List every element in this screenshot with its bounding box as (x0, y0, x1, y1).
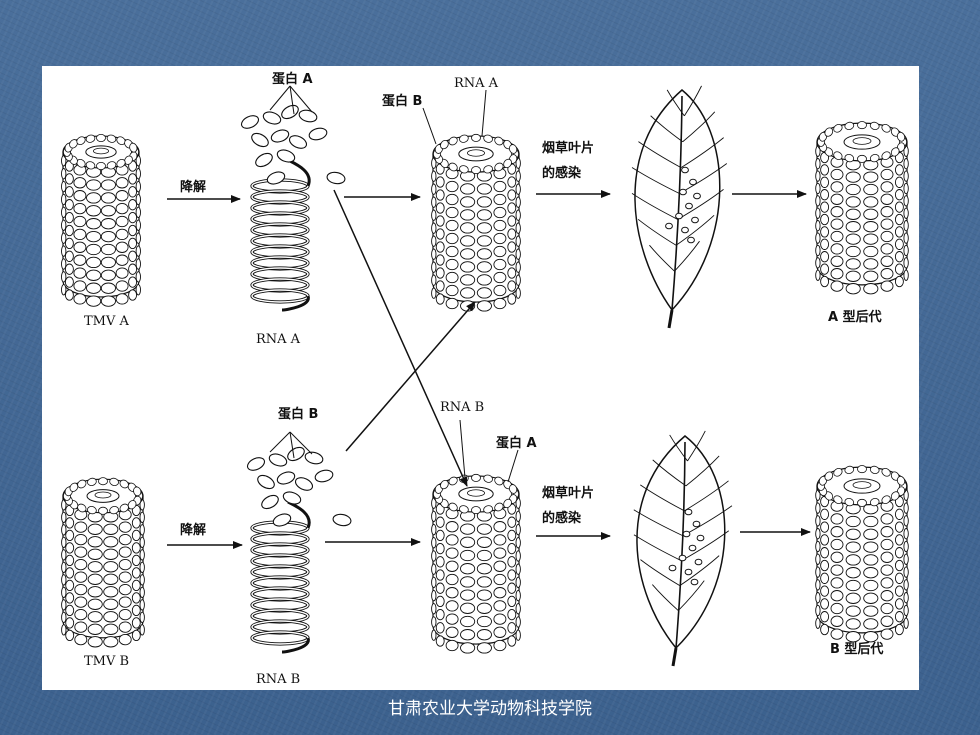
rna-b-coil (250, 500, 311, 654)
arrow-protein-b-cross (345, 301, 476, 452)
infection-b-label-2: 的感染 (542, 510, 582, 526)
hybrid-virus-bottom (431, 473, 521, 654)
protein-b-label: 蛋白 B (278, 406, 318, 422)
infection-a-label-1: 烟草叶片 (542, 140, 594, 156)
progeny-b-label: B 型后代 (830, 641, 883, 657)
protein-a-subunits (240, 104, 346, 185)
leader-lines (269, 85, 519, 483)
progeny-a-particle (815, 121, 909, 295)
diagram-image: 蛋白 A RNA A 蛋白 B 降解 烟草叶片 的感染 TMV A RNA A … (42, 66, 919, 690)
degrade-b-label: 降解 (180, 522, 206, 538)
infection-b-label-1: 烟草叶片 (542, 485, 594, 501)
infection-a-label-2: 的感染 (542, 165, 582, 181)
hybrid-rna-b-label: RNA B (440, 400, 484, 415)
protein-a-label: 蛋白 A (272, 71, 313, 87)
tmv-b-label: TMV B (84, 654, 129, 669)
degrade-a-label: 降解 (180, 179, 206, 195)
arrow-protein-a-cross (333, 189, 468, 487)
hybrid-protein-a-label: 蛋白 A (496, 435, 537, 451)
protein-b-subunits (246, 446, 352, 527)
tobacco-leaf-bottom (633, 430, 733, 667)
tmv-a-label: TMV A (84, 314, 130, 329)
progeny-b-particle (815, 465, 909, 643)
tobacco-leaf-top (631, 85, 728, 329)
rna-a-label: RNA A (256, 332, 301, 347)
hybrid-virus-top (431, 133, 521, 312)
hybrid-rna-a-label: RNA A (454, 76, 499, 91)
tmv-reconstitution-diagram: 蛋白 A RNA A 蛋白 B 降解 烟草叶片 的感染 TMV A RNA A … (61, 71, 909, 687)
progeny-a-label: A 型后代 (828, 309, 882, 325)
footer-institution: 甘肃农业大学动物科技学院 (388, 699, 592, 719)
hybrid-protein-b-label: 蛋白 B (382, 93, 422, 109)
arrows (167, 189, 811, 549)
tmv-b-particle (61, 477, 145, 648)
tmv-a-particle (61, 134, 141, 307)
rna-b-label: RNA B (256, 672, 300, 687)
